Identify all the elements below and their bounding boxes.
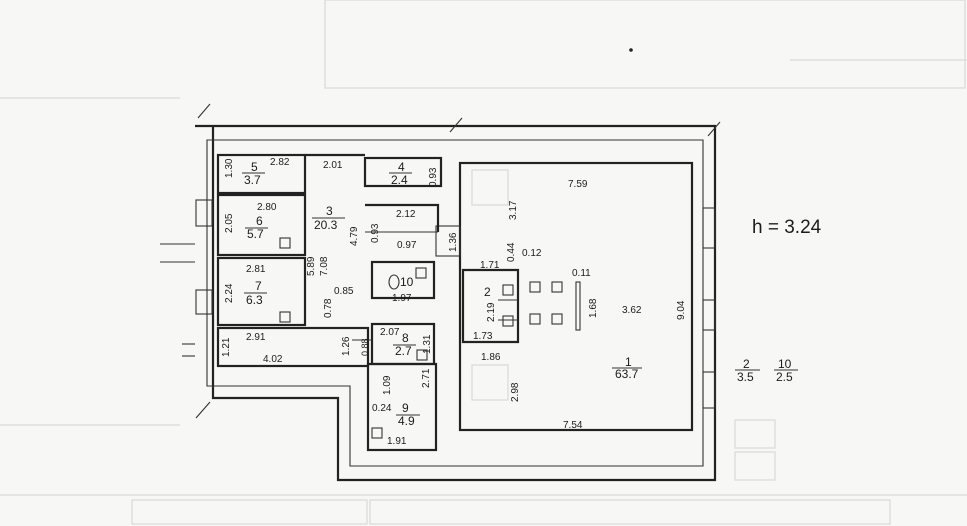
room-labels: 5 3.7 4 2.4 3 20.3 6 5.7 7 6.3 8 2.7 9 4… (242, 160, 798, 428)
outside-label-1-area: 3.5 (737, 370, 754, 384)
dimension-label: 2.80 (257, 202, 277, 213)
interior-walls (216, 153, 694, 452)
ink-dot (629, 48, 633, 52)
partition-icon (575, 281, 581, 331)
dimension-label: 1.68 (588, 298, 599, 318)
room-1-area: 63.7 (615, 367, 639, 381)
sink-icon (416, 349, 428, 361)
dimension-label: 7.08 (319, 256, 330, 276)
room-7-area: 6.3 (246, 293, 263, 307)
dimension-label: 2.71 (421, 368, 432, 388)
dimension-label: 2.01 (323, 160, 343, 171)
dimension-label: 2.19 (486, 302, 497, 322)
dimension-label: 2.12 (396, 209, 416, 220)
dimension-label: 1.30 (224, 158, 235, 178)
desk-icon (529, 313, 541, 325)
outside-label-2-area: 2.5 (776, 370, 793, 384)
desk-icon (529, 281, 541, 293)
desk-icon (551, 281, 563, 293)
dimension-label: 3.62 (622, 305, 642, 316)
room-1-number: 1 (625, 355, 632, 369)
outside-label-1-number: 2 (743, 357, 750, 371)
sink-icon (415, 267, 427, 279)
outer-wall (160, 103, 721, 482)
sink-icon (279, 237, 291, 249)
outside-label-2-number: 10 (778, 357, 792, 371)
room-3-number: 3 (326, 204, 333, 218)
room-4-area: 2.4 (391, 173, 408, 187)
chair-icon (502, 315, 514, 327)
dimension-label: 7.54 (563, 420, 583, 431)
room-9-area: 4.9 (398, 414, 415, 428)
dimension-label: 2.81 (246, 264, 266, 275)
dimension-label: 2.98 (510, 382, 521, 402)
dimension-label: 1.86 (481, 352, 501, 363)
dimension-label: 2.91 (246, 332, 266, 343)
room-7-number: 7 (255, 279, 262, 293)
dimension-label: 1.31 (422, 334, 433, 354)
dimension-label: 4.79 (349, 226, 360, 246)
dimension-label: 0.93 (428, 167, 439, 187)
dimension-label: 5.89 (306, 256, 317, 276)
dimension-label: 4.02 (263, 354, 283, 365)
room-6-number: 6 (256, 214, 263, 228)
ceiling-height-label: h = 3.24 (752, 217, 822, 238)
dimension-label: 1.21 (221, 337, 232, 357)
dimension-label: 1.26 (341, 336, 352, 356)
dimension-label: 0.97 (397, 240, 417, 251)
dimension-label: 0.93 (370, 223, 381, 243)
dimension-label: 1.09 (382, 375, 393, 395)
dimension-label: 0.12 (522, 248, 542, 259)
toilet-icon (388, 274, 400, 290)
dimension-label: 1.71 (480, 260, 500, 271)
dimension-label: 1.36 (448, 232, 459, 252)
dimension-label: 0.85 (334, 286, 354, 297)
dimension-label: 2.24 (224, 283, 235, 303)
room-5-number: 5 (251, 160, 258, 174)
dimension-label: 0.24 (372, 403, 392, 414)
dimension-labels: 7.59 3.17 9.04 3.62 7.54 2.98 1.86 1.68 … (221, 157, 687, 447)
dimension-label: 1.97 (392, 293, 412, 304)
dimension-label: 0.44 (506, 242, 517, 262)
room-6-area: 5.7 (247, 227, 264, 241)
dimension-label: 0.88 (360, 338, 370, 356)
dimension-label: 0.11 (572, 268, 591, 279)
room-9-number: 9 (402, 401, 409, 415)
sink-icon (371, 427, 383, 439)
fixtures (279, 48, 633, 439)
dimension-label: 9.04 (676, 300, 687, 320)
dimension-label: 1.91 (387, 436, 407, 447)
dimension-label: 3.17 (508, 200, 519, 220)
dimension-label: 2.07 (380, 327, 400, 338)
room-1-outline (458, 161, 694, 432)
room-5-area: 3.7 (244, 173, 261, 187)
dimension-label: 1.73 (473, 331, 493, 342)
room-8-number: 8 (402, 331, 409, 345)
sink-icon (279, 311, 291, 323)
dimension-label: 0.78 (323, 298, 334, 318)
room-10-number: 10 (400, 275, 414, 289)
room-8-area: 2.7 (395, 344, 412, 358)
room-4-number: 4 (398, 160, 405, 174)
chair-icon (502, 284, 514, 296)
dimension-label: 2.05 (224, 213, 235, 233)
room-3-area: 20.3 (314, 218, 338, 232)
room-2-number: 2 (484, 285, 491, 299)
desk-icon (551, 313, 563, 325)
dimension-label: 2.82 (270, 157, 290, 168)
dimension-label: 7.59 (568, 179, 588, 190)
